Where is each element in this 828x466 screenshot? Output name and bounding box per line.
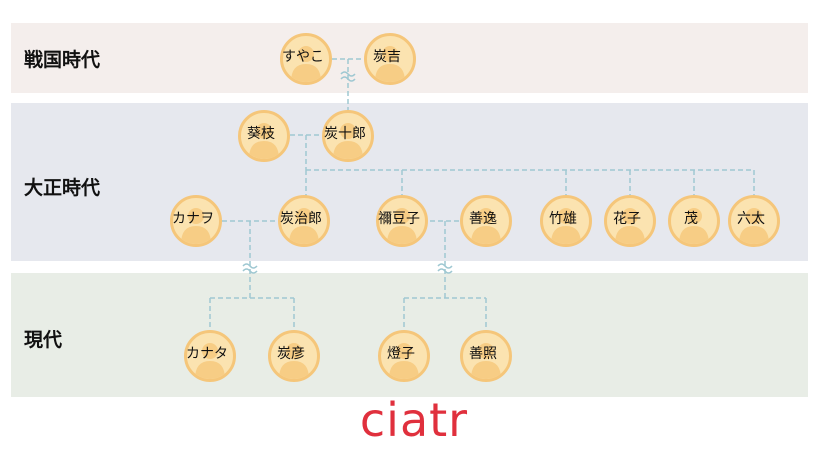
person-silhouette-icon xyxy=(364,33,416,85)
person-silhouette-icon xyxy=(668,195,720,247)
person-silhouette-icon xyxy=(278,195,330,247)
person-silhouette-icon xyxy=(322,110,374,162)
person-name: 花子 xyxy=(613,211,641,227)
person-name: 燈子 xyxy=(387,346,415,362)
person-name: 炭吉 xyxy=(373,49,401,65)
person-silhouette-icon xyxy=(170,195,222,247)
person-silhouette-icon xyxy=(460,330,512,382)
person-name: 炭彦 xyxy=(277,346,305,362)
person-node-touko: 燈子 xyxy=(378,330,430,382)
person-silhouette-icon xyxy=(238,110,290,162)
person-node-tanjiro: 炭治郎 xyxy=(278,195,330,247)
person-node-kanawo: カナヲ xyxy=(170,195,222,247)
person-name: カナタ xyxy=(186,346,228,362)
person-node-sumihiko: 炭彦 xyxy=(268,330,320,382)
person-silhouette-icon xyxy=(460,195,512,247)
person-node-nezuko: 禰豆子 xyxy=(376,195,428,247)
person-node-sumikichi: 炭吉 xyxy=(364,33,416,85)
person-node-suyako: すやこ xyxy=(280,33,332,85)
person-node-yoshiteru: 善照 xyxy=(460,330,512,382)
ciatr-logo: ciatr xyxy=(359,393,469,447)
person-name: 善照 xyxy=(469,346,497,362)
era-label-taisho: 大正時代 xyxy=(24,177,101,199)
person-silhouette-icon xyxy=(268,330,320,382)
person-silhouette-icon xyxy=(376,195,428,247)
person-silhouette-icon xyxy=(378,330,430,382)
person-name: 炭十郎 xyxy=(324,126,366,142)
person-name: すやこ xyxy=(282,49,324,65)
person-silhouette-icon xyxy=(184,330,236,382)
person-name: カナヲ xyxy=(172,211,214,227)
person-node-hanako: 花子 xyxy=(604,195,656,247)
person-silhouette-icon xyxy=(540,195,592,247)
person-node-shigeru: 茂 xyxy=(668,195,720,247)
person-node-rokuta: 六太 xyxy=(728,195,780,247)
person-node-tanjuro: 炭十郎 xyxy=(322,110,374,162)
era-label-gendai: 現代 xyxy=(24,329,63,351)
person-silhouette-icon xyxy=(728,195,780,247)
person-name: 竹雄 xyxy=(549,211,577,227)
person-name: 禰豆子 xyxy=(378,211,420,227)
person-node-kanata: カナタ xyxy=(184,330,236,382)
person-name: 六太 xyxy=(737,211,765,227)
person-node-takeo: 竹雄 xyxy=(540,195,592,247)
person-name: 葵枝 xyxy=(247,126,275,142)
person-name: 善逸 xyxy=(469,211,497,227)
person-node-zenitsu: 善逸 xyxy=(460,195,512,247)
person-name: 茂 xyxy=(684,211,698,227)
person-name: 炭治郎 xyxy=(280,211,322,227)
person-node-aoi-eda: 葵枝 xyxy=(238,110,290,162)
person-silhouette-icon xyxy=(280,33,332,85)
person-silhouette-icon xyxy=(604,195,656,247)
era-label-sengoku: 戦国時代 xyxy=(24,49,101,71)
